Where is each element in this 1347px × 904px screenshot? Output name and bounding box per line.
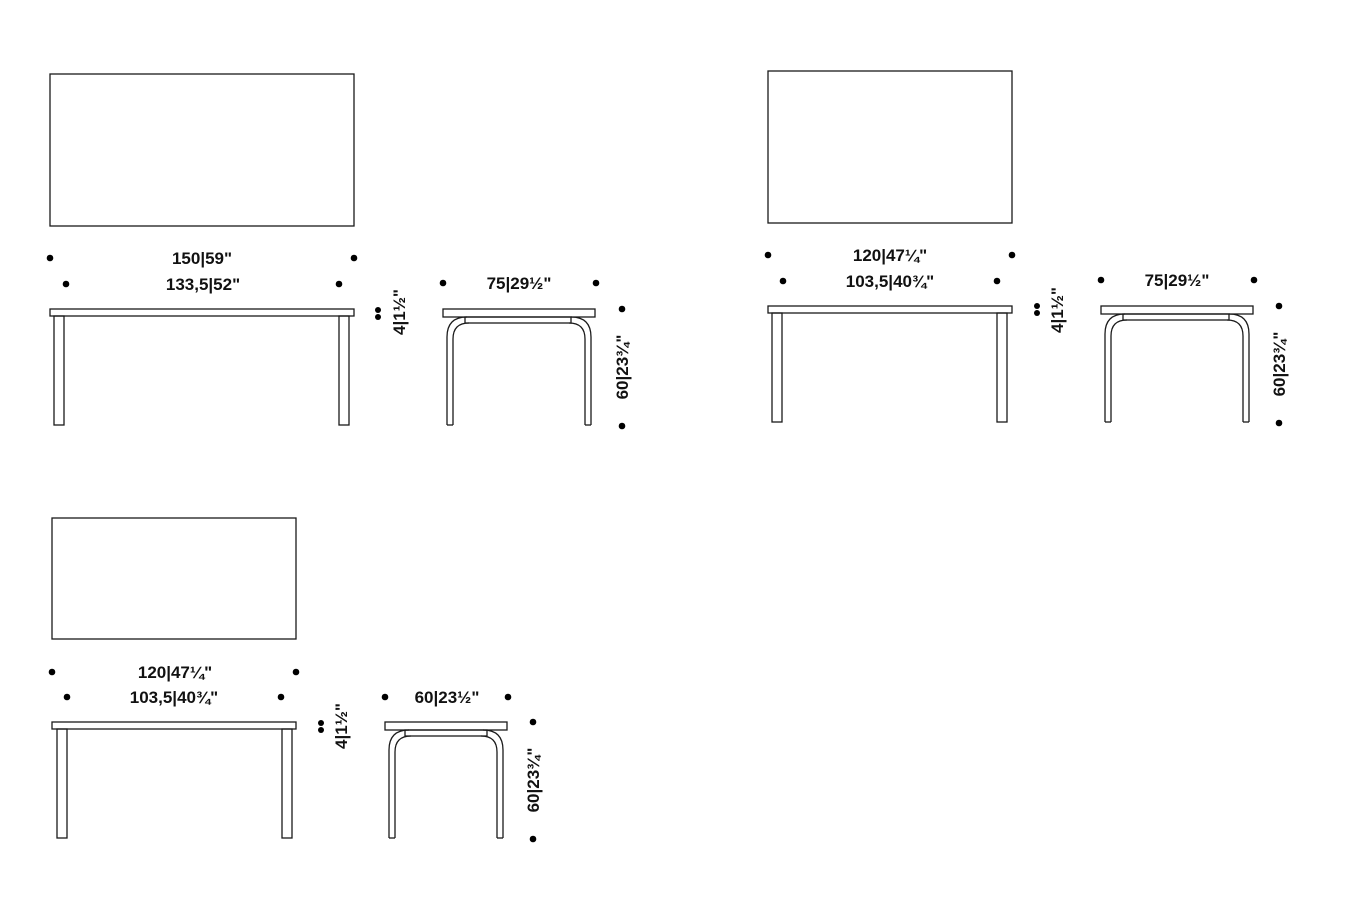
table-120-60-inner-start-dot	[63, 693, 71, 701]
table-120-60-group: 120|47¼" 103,5|40¾" 4|1½" 60|23½"	[48, 517, 543, 843]
table-150-group: 150|59" 133,5|52" 4|1½" 75|29½"	[46, 73, 632, 430]
table-120-75-front-elevation	[767, 305, 1013, 423]
table-150-overall-length: 150|59"	[172, 249, 232, 268]
table-120-60-inner-end-dot	[277, 693, 285, 701]
table-120-75-height: 60|23¾"	[1270, 332, 1289, 397]
table-120-60-plan-view	[51, 517, 297, 640]
table-120-75-thickness-bottom-dot	[1034, 310, 1040, 316]
table-120-75-length-start-dot	[764, 251, 772, 259]
table-120-75-inner-length: 103,5|40¾"	[846, 272, 934, 291]
table-120-60-front-elevation	[51, 721, 297, 839]
table-150-inner-start-dot	[62, 280, 70, 288]
table-150-top-thickness: 4|1½"	[390, 289, 409, 335]
table-120-60-height-top-dot	[529, 718, 537, 726]
table-120-75-inner-end-dot	[993, 277, 1001, 285]
table-150-inner-length: 133,5|52"	[166, 275, 240, 294]
table-120-75-group: 120|47¼" 103,5|40¾" 4|1½" 75|29½"	[764, 70, 1289, 427]
table-120-60-depth-end-dot	[504, 693, 512, 701]
table-150-height-top-dot	[618, 305, 626, 313]
table-150-length-start-dot	[46, 254, 54, 262]
table-120-75-depth-end-dot	[1250, 276, 1258, 284]
table-150-depth: 75|29½"	[487, 274, 552, 293]
table-120-75-depth: 75|29½"	[1145, 271, 1210, 290]
table-150-side-elevation	[442, 308, 596, 426]
table-120-75-length-end-dot	[1008, 251, 1016, 259]
table-120-75-height-top-dot	[1275, 302, 1283, 310]
table-150-thickness-bottom-dot	[375, 314, 381, 320]
table-120-75-side-elevation	[1100, 305, 1254, 423]
table-120-60-side-elevation	[384, 721, 508, 839]
table-150-height: 60|23¾"	[613, 335, 632, 400]
table-150-plan-view	[49, 73, 355, 227]
table-120-60-depth-start-dot	[381, 693, 389, 701]
table-120-60-length-start-dot	[48, 668, 56, 676]
table-150-front-elevation	[49, 308, 355, 426]
table-120-60-top-thickness: 4|1½"	[332, 703, 351, 749]
table-120-60-thickness-bottom-dot	[318, 727, 324, 733]
table-150-depth-start-dot	[439, 279, 447, 287]
table-120-75-inner-start-dot	[779, 277, 787, 285]
table-120-75-depth-start-dot	[1097, 276, 1105, 284]
table-120-75-top-thickness: 4|1½"	[1048, 287, 1067, 333]
table-120-60-depth: 60|23½"	[415, 688, 480, 707]
table-120-75-thickness-top-dot	[1034, 303, 1040, 309]
table-150-depth-end-dot	[592, 279, 600, 287]
table-120-60-thickness-top-dot	[318, 720, 324, 726]
table-150-inner-end-dot	[335, 280, 343, 288]
table-120-60-length-end-dot	[292, 668, 300, 676]
table-120-75-overall-length: 120|47¼"	[853, 246, 927, 265]
table-120-60-overall-length: 120|47¼"	[138, 663, 212, 682]
table-150-length-end-dot	[350, 254, 358, 262]
table-120-75-plan-view	[767, 70, 1013, 224]
table-120-60-height-bottom-dot	[529, 835, 537, 843]
table-150-height-bottom-dot	[618, 422, 626, 430]
table-120-75-height-bottom-dot	[1275, 419, 1283, 427]
table-120-60-height: 60|23¾"	[524, 748, 543, 813]
table-150-thickness-top-dot	[375, 307, 381, 313]
table-120-60-inner-length: 103,5|40¾"	[130, 688, 218, 707]
